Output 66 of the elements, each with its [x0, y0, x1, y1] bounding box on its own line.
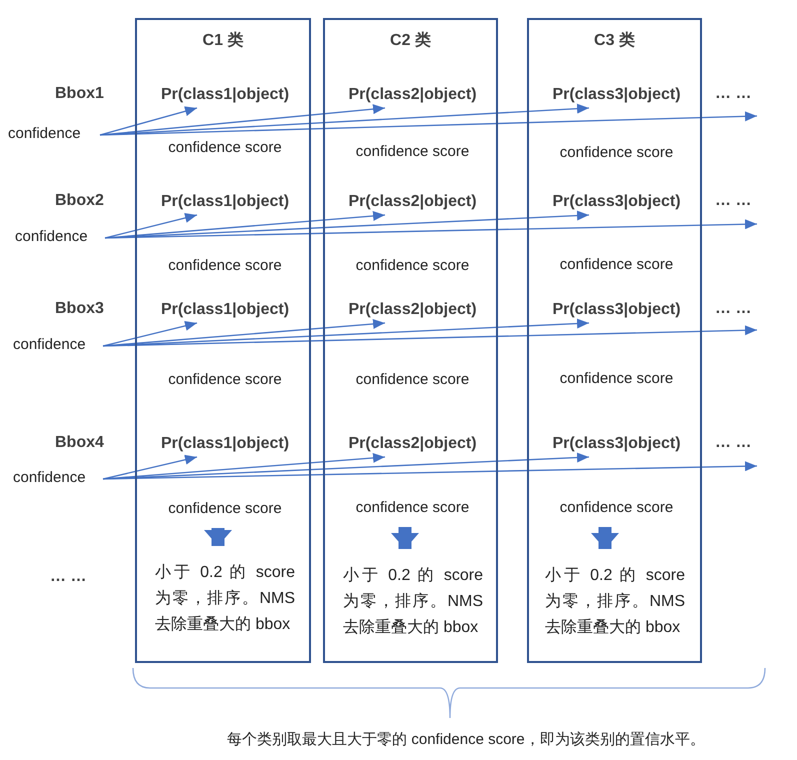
score-label: confidence score	[142, 500, 308, 520]
confidence-label: confidence	[13, 469, 101, 489]
arrow	[102, 452, 386, 480]
arrow	[100, 104, 590, 136]
caption-text: 每个类别取最大且大于零的 confidence score，即为该类别的置信水平。	[227, 731, 705, 748]
arrow	[104, 213, 198, 239]
ellipsis-label: … …	[715, 85, 752, 103]
probability-label: Pr(class1|object)	[142, 301, 308, 321]
arrow	[102, 461, 758, 480]
probability-label: Pr(class3|object)	[534, 193, 699, 213]
arrow	[104, 219, 758, 239]
ellipsis-label: … …	[715, 192, 752, 210]
arrow	[102, 452, 590, 480]
arrow	[102, 454, 198, 480]
bbox-label: Bbox1	[55, 85, 104, 103]
probability-label: Pr(class3|object)	[534, 301, 699, 321]
score-label: confidence score	[534, 370, 699, 390]
score-label: confidence score	[330, 499, 495, 519]
arrow	[104, 210, 590, 239]
note-text: 小于 0.2 的 score 为零，排序。NMS 去除重叠大的 bbox	[545, 563, 685, 667]
score-label: confidence score	[142, 139, 308, 159]
arrow	[100, 104, 386, 136]
score-label: confidence score	[534, 256, 699, 276]
probability-label: Pr(class2|object)	[330, 86, 495, 106]
score-label: confidence score	[534, 144, 699, 164]
column-header: C3 类	[594, 30, 635, 51]
block-arrow	[204, 528, 232, 546]
arrow	[102, 321, 198, 347]
score-label: confidence score	[330, 143, 495, 163]
note-text: 小于 0.2 的 score 为零，排序。NMS 去除重叠大的 bbox	[155, 560, 295, 664]
column-header: C2 类	[390, 30, 431, 51]
confidence-label: confidence	[8, 125, 98, 145]
bbox-label: Bbox3	[55, 300, 104, 318]
ellipsis-label: … …	[715, 300, 752, 318]
probability-label: Pr(class2|object)	[330, 301, 495, 321]
note-text: 小于 0.2 的 score 为零，排序。NMS 去除重叠大的 bbox	[343, 563, 483, 667]
probability-label: Pr(class1|object)	[142, 193, 308, 213]
block-arrow	[591, 527, 619, 549]
column-panel	[527, 18, 702, 663]
score-label: confidence score	[330, 371, 495, 391]
probability-label: Pr(class1|object)	[142, 86, 308, 106]
score-label: confidence score	[534, 499, 699, 519]
column-panel	[135, 18, 311, 663]
probability-label: Pr(class1|object)	[142, 435, 308, 455]
arrow	[102, 325, 758, 347]
score-label: confidence score	[142, 257, 308, 277]
confidence-label: confidence	[15, 228, 103, 248]
arrow	[102, 319, 386, 347]
probability-label: Pr(class2|object)	[330, 193, 495, 213]
score-label: confidence score	[330, 257, 495, 277]
ellipsis-label: … …	[715, 434, 752, 452]
bbox-label: Bbox4	[55, 434, 104, 452]
column-panel	[323, 18, 498, 663]
block-arrow	[391, 527, 419, 549]
arrow	[102, 318, 590, 347]
score-label: confidence score	[142, 371, 308, 391]
arrow	[104, 211, 386, 239]
arrow	[100, 111, 758, 136]
probability-label: Pr(class3|object)	[534, 86, 699, 106]
probability-label: Pr(class3|object)	[534, 435, 699, 455]
probability-label: Pr(class2|object)	[330, 435, 495, 455]
ellipsis-label: … …	[50, 568, 86, 586]
arrow	[100, 106, 198, 136]
bbox-label: Bbox2	[55, 192, 104, 210]
column-header: C1 类	[202, 30, 244, 51]
confidence-label: confidence	[13, 336, 101, 356]
